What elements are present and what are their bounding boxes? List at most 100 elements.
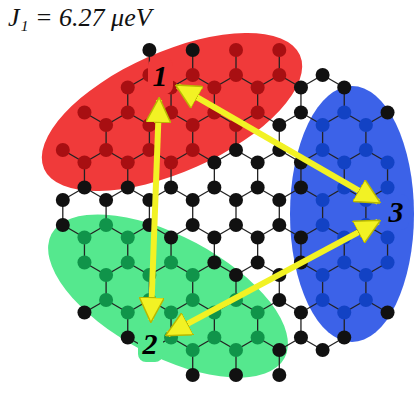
- atom-dot: [381, 106, 395, 120]
- atom-dot: [229, 343, 243, 357]
- atom-dot: [186, 143, 200, 157]
- atom-dot: [251, 81, 265, 95]
- atom-dot: [251, 331, 265, 345]
- atom-dot: [229, 68, 243, 82]
- atom-dot: [186, 68, 200, 82]
- coupling-arrow: [178, 86, 379, 202]
- atom-dot: [251, 106, 265, 120]
- atom-dot: [294, 181, 308, 195]
- site-number-box: 2: [138, 326, 163, 362]
- atom-dot: [316, 218, 330, 232]
- atom-dot: [99, 268, 113, 282]
- atom-dot: [99, 143, 113, 157]
- lattice-bonds: [63, 50, 388, 375]
- site-number-box: 3: [384, 194, 409, 230]
- atom-dot: [229, 368, 243, 382]
- atom-dot: [381, 306, 395, 320]
- atom-dot: [359, 118, 373, 132]
- atom-dot: [337, 81, 351, 95]
- atom-dot: [121, 306, 135, 320]
- atom-dot: [251, 306, 265, 320]
- coupling-label: J₁ = 6.27 μeV: [8, 4, 152, 33]
- atom-dot: [272, 343, 286, 357]
- atom-dot: [359, 268, 373, 282]
- atom-dot: [186, 343, 200, 357]
- atom-dot: [142, 43, 156, 57]
- atom-dot: [207, 156, 221, 170]
- atom-dot: [99, 293, 113, 307]
- atom-dot: [186, 368, 200, 382]
- atom-dot: [337, 106, 351, 120]
- atom-dot: [77, 106, 91, 120]
- atom-dot: [207, 331, 221, 345]
- atom-dot: [251, 156, 265, 170]
- atom-dot: [272, 218, 286, 232]
- atom-dot: [186, 43, 200, 57]
- atom-dot: [121, 256, 135, 270]
- atom-dot: [207, 256, 221, 270]
- atom-dot: [337, 331, 351, 345]
- atom-dot: [272, 43, 286, 57]
- atom-dot: [77, 306, 91, 320]
- atom-dot: [316, 68, 330, 82]
- atom-dot: [272, 293, 286, 307]
- atom-dot: [121, 81, 135, 95]
- coupling-arrow: [168, 222, 378, 335]
- atom-dot: [316, 293, 330, 307]
- atom-dot: [77, 231, 91, 245]
- atom-dot: [142, 118, 156, 132]
- atom-dot: [186, 193, 200, 207]
- atom-dot: [272, 193, 286, 207]
- atom-dot: [164, 106, 178, 120]
- atom-dot: [121, 106, 135, 120]
- atom-dot: [77, 256, 91, 270]
- atom-dot: [186, 218, 200, 232]
- atom-dot: [99, 193, 113, 207]
- atom-dot: [337, 256, 351, 270]
- atom-dot: [381, 156, 395, 170]
- callout-number: 3: [389, 197, 404, 227]
- atom-dot: [121, 156, 135, 170]
- atom-dot: [164, 181, 178, 195]
- atom-dot: [294, 331, 308, 345]
- atom-dot: [186, 293, 200, 307]
- atom-dot: [229, 218, 243, 232]
- atom-dot: [272, 368, 286, 382]
- atom-dot: [229, 43, 243, 57]
- atom-dot: [337, 306, 351, 320]
- blue-region: [290, 86, 414, 342]
- atom-dot: [121, 231, 135, 245]
- atom-dot: [229, 193, 243, 207]
- atom-dot: [294, 81, 308, 95]
- coupling-arrow: [151, 100, 159, 320]
- atom-dot: [337, 156, 351, 170]
- atom-dot: [316, 143, 330, 157]
- atom-dot: [164, 256, 178, 270]
- lattice-atoms: [56, 43, 395, 382]
- atom-dot: [316, 343, 330, 357]
- site-number-box: 1: [148, 58, 173, 94]
- atom-dot: [207, 81, 221, 95]
- atom-dot: [186, 118, 200, 132]
- atom-dot: [186, 268, 200, 282]
- atom-dot: [164, 231, 178, 245]
- atom-dot: [272, 118, 286, 132]
- atom-dot: [251, 256, 265, 270]
- atom-dot: [56, 193, 70, 207]
- atom-dot: [229, 143, 243, 157]
- atom-dot: [164, 306, 178, 320]
- atom-dot: [56, 143, 70, 157]
- atom-dot: [316, 118, 330, 132]
- atom-dot: [121, 331, 135, 345]
- atom-dot: [229, 268, 243, 282]
- atom-dot: [359, 143, 373, 157]
- atom-dot: [381, 181, 395, 195]
- atom-dot: [294, 106, 308, 120]
- red-region: [20, 0, 325, 224]
- atom-dot: [77, 181, 91, 195]
- atom-dot: [381, 231, 395, 245]
- atom-dot: [272, 68, 286, 82]
